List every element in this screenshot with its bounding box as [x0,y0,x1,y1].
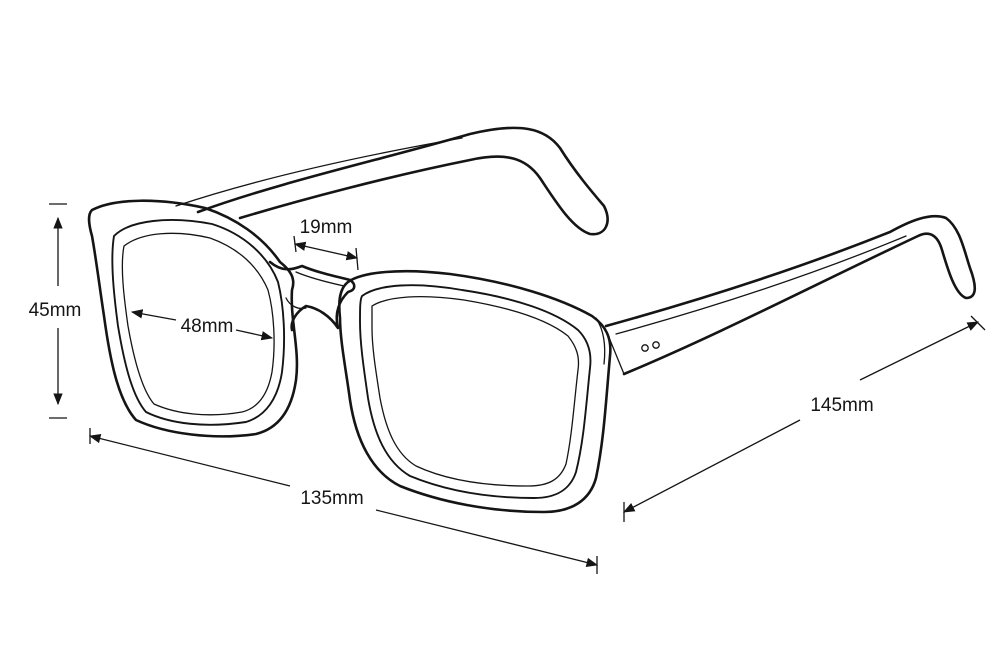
bridge-width-dimension: 19mm [293,217,359,271]
bridge-width-label: 19mm [300,217,353,238]
temple-length-dimension: 145mm [622,315,986,522]
bridge [268,260,356,332]
far-temple-arm [175,126,609,236]
lens-width-label: 48mm [181,316,234,337]
right-lens-rim [337,269,612,514]
near-temple-arm [604,214,977,376]
left-lens-rim [87,199,299,438]
lens-width-dimension: 48mm [130,309,274,341]
frame-width-label: 135mm [300,488,363,509]
lens-height-label: 45mm [29,300,82,321]
frame-width-dimension: 135mm [88,428,599,574]
temple-length-label: 145mm [810,395,873,416]
lens-height-dimension: 45mm [29,203,82,419]
